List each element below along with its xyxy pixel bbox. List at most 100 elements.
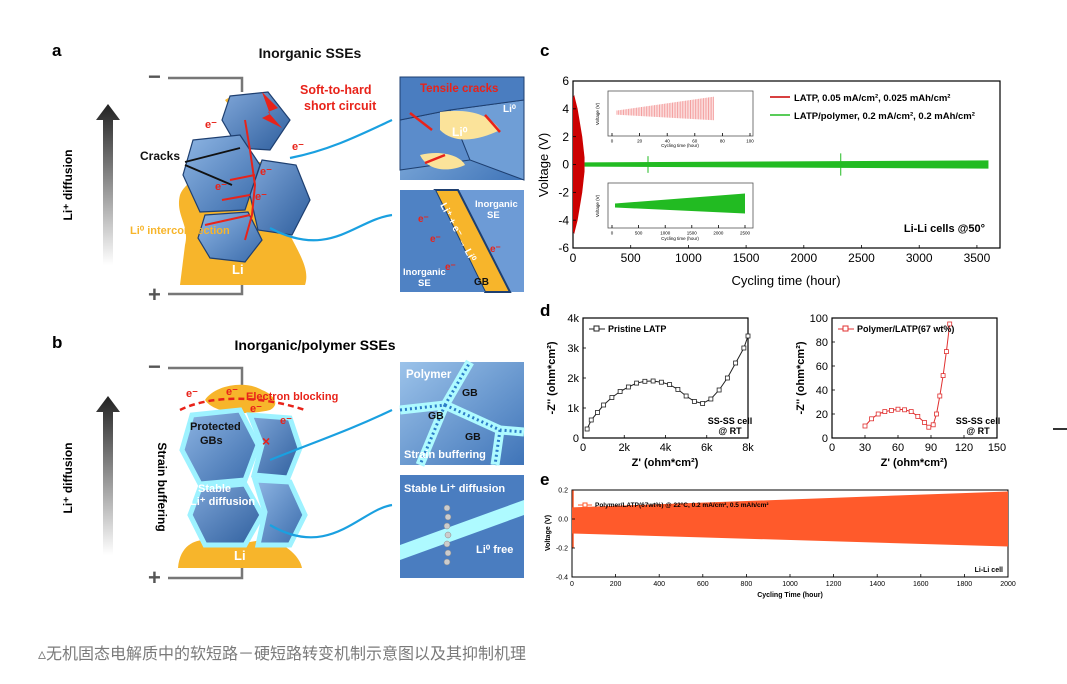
cross-mark: ×: [262, 433, 270, 449]
chart-d2-point: [869, 416, 874, 422]
connector-b2: [269, 503, 393, 539]
tensile-cracks-label: Tensile cracks: [420, 83, 498, 95]
chart-e-series-band: [572, 491, 1008, 547]
short-circuit-label-2: short circuit: [304, 99, 377, 113]
chart-e-marks: [572, 490, 1008, 548]
wire-b-bottom: [168, 568, 244, 580]
chart-c-ytick-label: -2: [558, 186, 569, 200]
chart-d2-ylabel: -Z'' (ohm*cm²): [795, 341, 807, 414]
inorganic-se-label-1: Inorganic: [475, 199, 518, 210]
chart-e-xtick-label: 1600: [913, 581, 929, 588]
chart-d2-point: [926, 424, 932, 430]
chart-e-xlabel: Cycling Time (hour): [757, 592, 823, 599]
strain-buffering-label: Strain buffering: [404, 449, 486, 461]
diffusion-arrow-a: [96, 104, 120, 265]
e-label-a8: e⁻: [490, 244, 501, 255]
chart-e-xtick-label: 600: [697, 581, 709, 588]
chart-c-ytick-label: -6: [558, 241, 569, 255]
chart-c-ytick-label: 4: [562, 102, 569, 116]
chart-d1-point: [595, 410, 600, 415]
inset2-band: [615, 193, 745, 214]
chart-e-ylabel: Voltage (V): [545, 515, 552, 551]
e-label-a9: e⁻: [445, 262, 456, 273]
chart-d2-xtick-label: 90: [925, 442, 937, 454]
chart-d2-point: [882, 409, 888, 415]
e-label-a3: e⁻: [260, 166, 272, 178]
chart-d2-point: [947, 321, 953, 327]
chart-c-xtick-label: 500: [621, 251, 641, 265]
inset2-xtick-label: 1500: [687, 231, 698, 236]
chart-e-xtick-label: 1000: [782, 581, 798, 588]
chart-d2-point: [895, 406, 901, 412]
chart-e-ytick-label: 0.0: [558, 516, 568, 523]
chart-d2-ytick-label: 0: [822, 433, 828, 445]
chart-d2-ytick-label: 80: [816, 337, 828, 349]
chart-d2-ytick-label: 100: [810, 313, 828, 325]
panel-a-title: Inorganic SSEs: [259, 45, 362, 61]
chart-d2-ytick-label: 40: [816, 385, 828, 397]
electron-block-line: [179, 397, 306, 412]
inset1-xtick-label: 40: [665, 139, 671, 144]
gb-label-b3: GB: [465, 431, 481, 443]
chart-d2-point: [889, 407, 894, 413]
stable-label: Stable: [198, 483, 231, 495]
chart-d2-xtick-label: 60: [892, 442, 904, 454]
lightning-icon: [262, 92, 282, 128]
chart-c-xlabel: Cycling time (hour): [731, 273, 840, 288]
chart-c-xtick-label: 1500: [733, 251, 760, 265]
grain-a2: [182, 134, 261, 213]
chart-d1-point: [708, 396, 714, 402]
inset2-xtick-label: 0: [611, 231, 614, 236]
chart-d1-xtick-label: 8k: [742, 442, 754, 454]
chart-d1-point: [642, 378, 648, 384]
chart-d1-point: [609, 395, 615, 400]
legend-e-text: Polymer/LATP(67wt%) @ 22°C, 0.2 mA/cm², …: [595, 501, 769, 509]
e-label-b2: e⁻: [226, 386, 238, 398]
chart-d1-ytick-label: 4k: [567, 313, 579, 325]
e-label-b3: e⁻: [250, 403, 262, 415]
chart-d2-ytick-label: 20: [816, 409, 828, 421]
li0-label-1: Li⁰: [452, 125, 468, 139]
e-label-a7: e⁻: [430, 234, 441, 245]
inorganic-se-label-2b: SE: [418, 278, 431, 289]
panel-c-letter: c: [540, 41, 549, 60]
chart-e-xtick-label: 1400: [869, 581, 885, 588]
chart-c-xtick-label: 0: [570, 251, 577, 265]
diffusion-label-b: Li⁺ diffusion: [61, 443, 75, 514]
li0-label-2: Li⁰: [503, 104, 516, 115]
panel-e-letter: e: [540, 470, 549, 489]
side-dash: [1053, 428, 1067, 430]
plus-sign-a: +: [148, 282, 161, 307]
chart-d1-point: [716, 387, 722, 393]
chart-d1-series-line: [586, 335, 749, 430]
cracks-label: Cracks: [140, 149, 180, 163]
inset1-xtick-label: 60: [692, 139, 698, 144]
chart-c-xtick-label: 3500: [964, 251, 991, 265]
short-circuit-label: Soft-to-hard: [300, 83, 372, 97]
chart-d1-xtick-label: 2k: [618, 442, 630, 454]
legend-d1-text: Pristine LATP: [608, 324, 666, 334]
crack-lines-a: [204, 119, 257, 241]
chart-d1-note-2: @ RT: [718, 426, 742, 436]
connector-b1: [269, 409, 393, 462]
chart-d2-point: [934, 411, 939, 417]
chart-c-ytick-label: 2: [562, 130, 569, 144]
inset1-xtick-label: 0: [611, 139, 614, 144]
legend-d2-text: Polymer/LATP(67 wt%): [857, 324, 954, 334]
chart-d2-xtick-label: 120: [955, 442, 973, 454]
diffusion-arrow-b: [96, 396, 120, 555]
legend-d2-marker: [842, 325, 849, 332]
chart-d2-point: [922, 419, 927, 425]
chart-d2-point: [940, 373, 946, 379]
panel-d-letter: d: [540, 301, 550, 320]
chart-d2-xtick-label: 0: [829, 442, 835, 454]
